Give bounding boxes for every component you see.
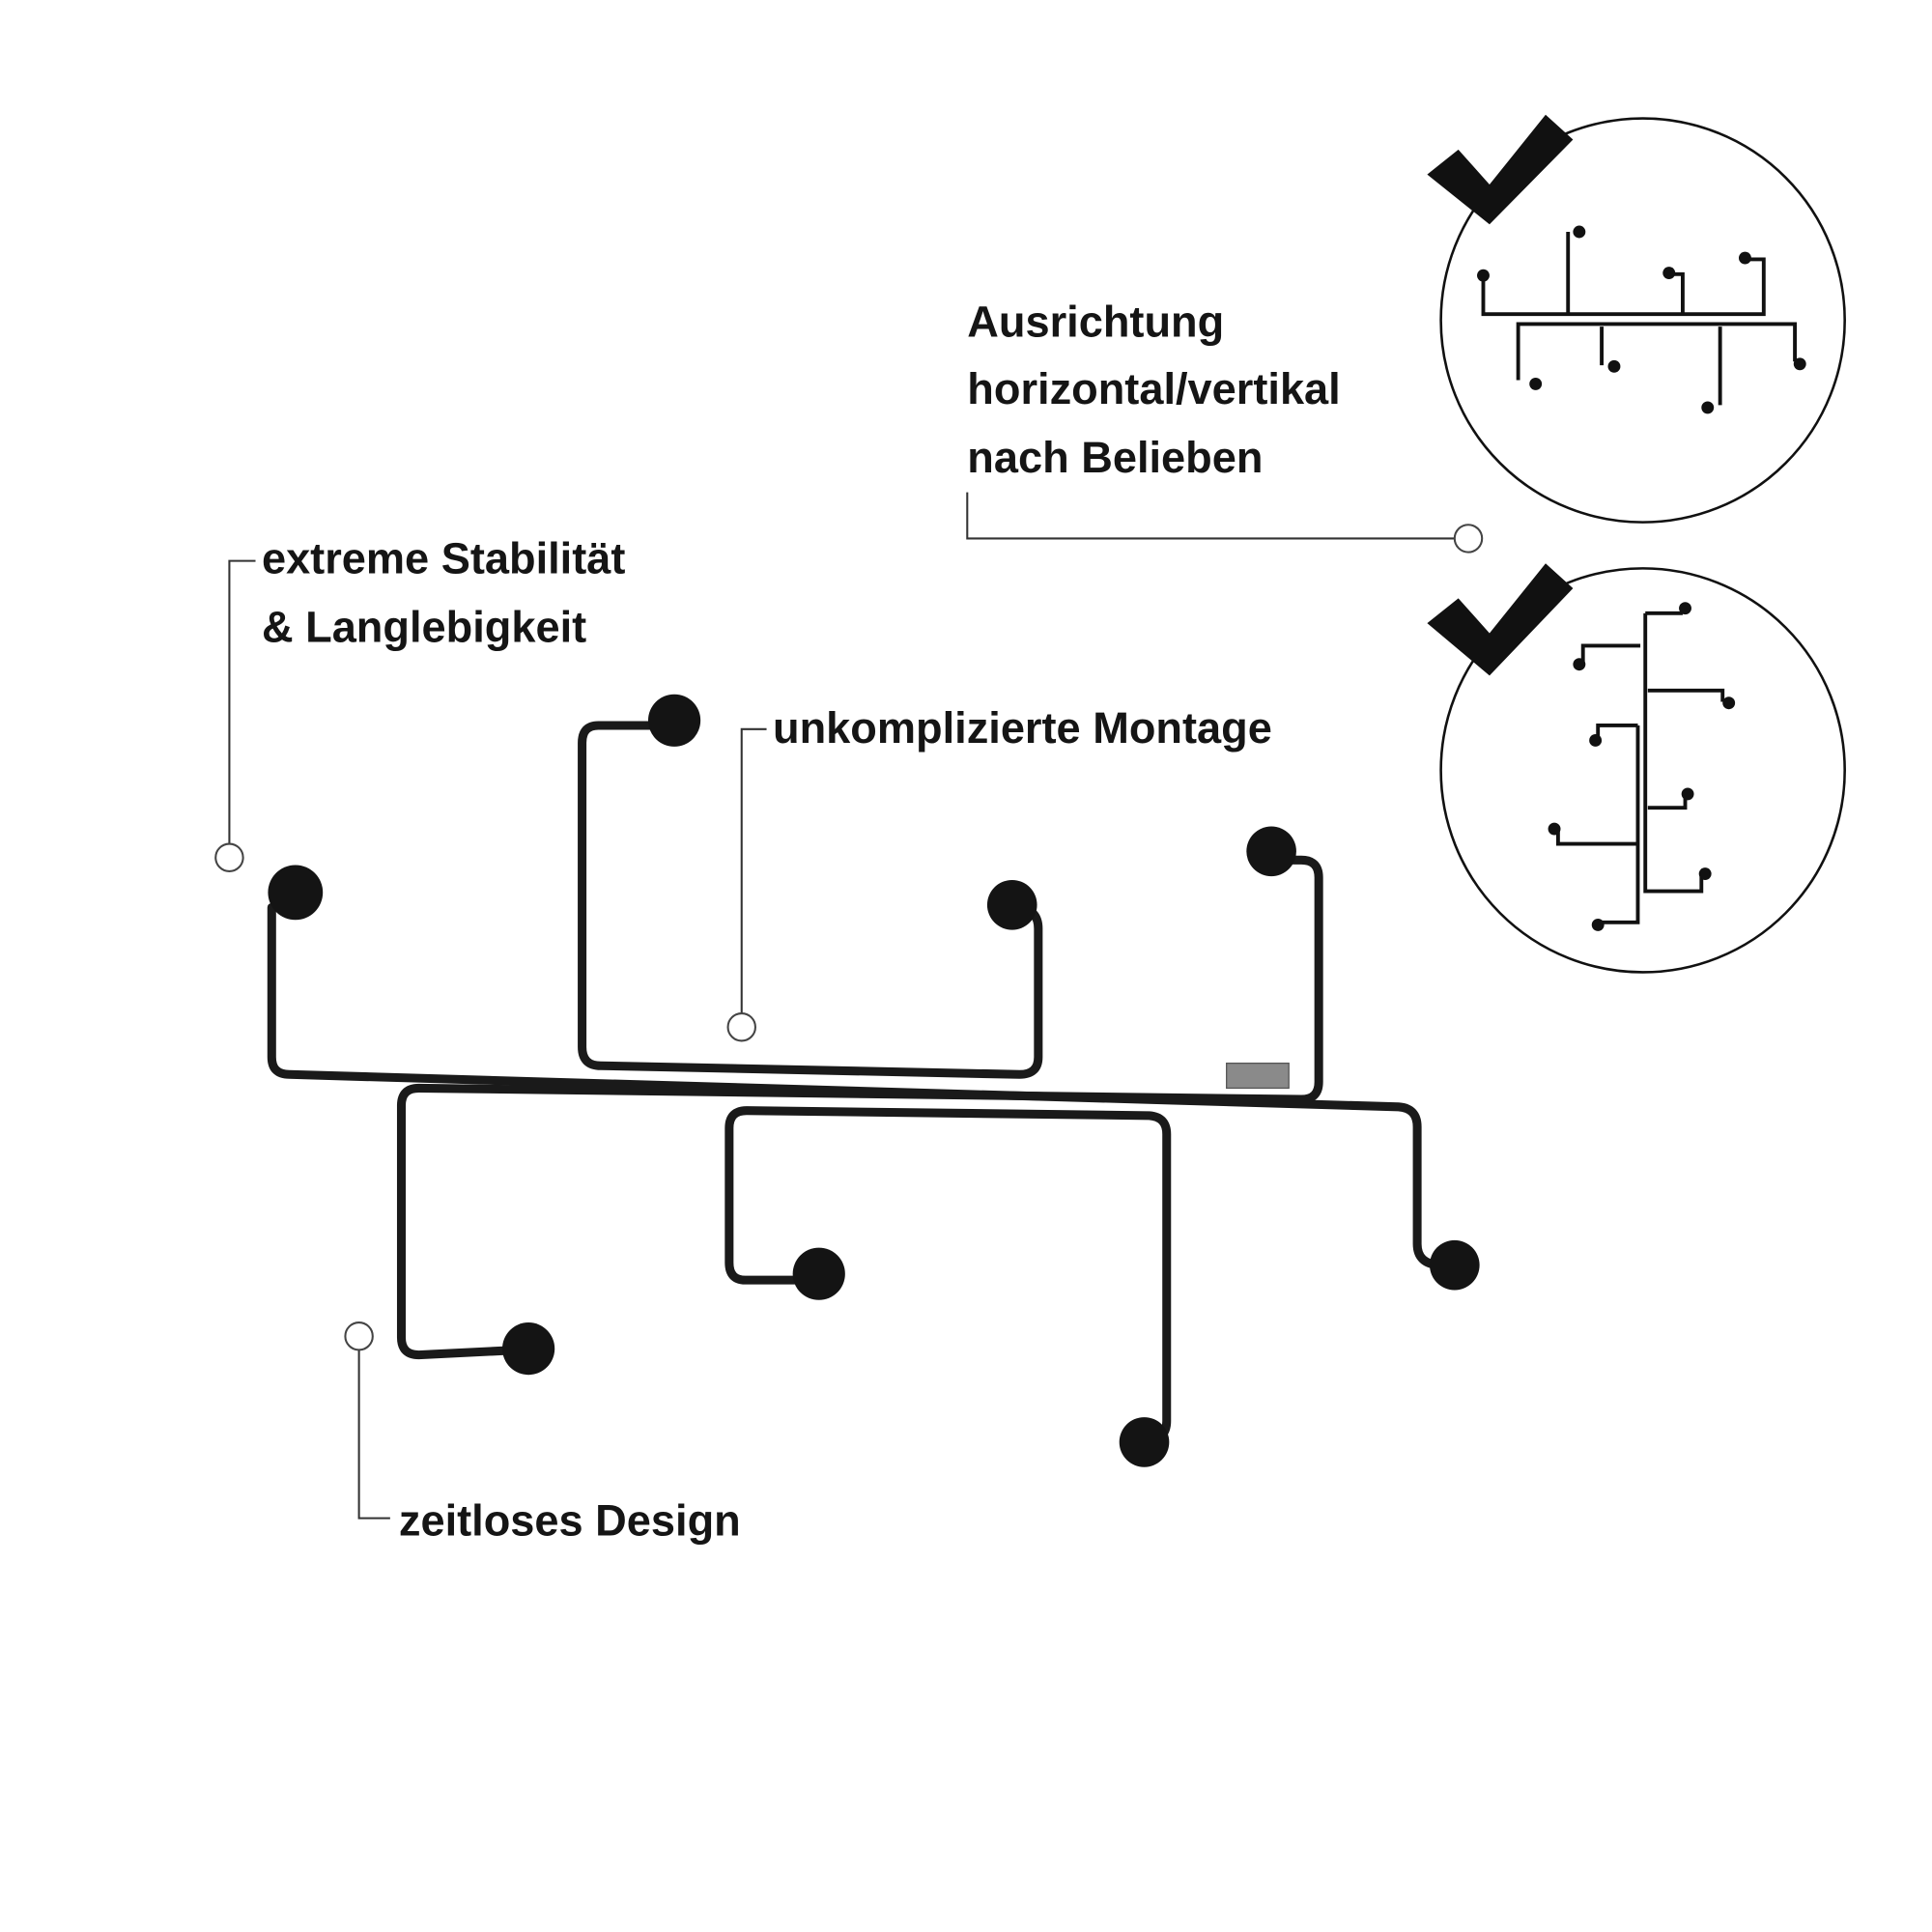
rack-rod-upper — [578, 721, 1043, 1079]
feature-orientation-line1: Ausrichtung — [967, 297, 1224, 346]
hook-knob — [1246, 826, 1296, 877]
callout-orientation: Ausrichtung horizontal/vertikal nach Bel… — [966, 297, 1484, 554]
feature-stability-line2: & Langlebigkeit — [262, 603, 586, 652]
feature-orientation-line2: horizontal/vertikal — [967, 364, 1340, 413]
callout-dot — [1453, 524, 1484, 554]
hook-knob — [1430, 1239, 1480, 1291]
hook-knob — [986, 879, 1037, 930]
hook-knob — [1119, 1417, 1170, 1467]
callout-dot — [726, 1012, 756, 1042]
horizontal-orientation-diagram — [1427, 114, 1846, 524]
callout-dot — [344, 1321, 374, 1351]
hook-knob — [268, 865, 324, 921]
checkmark-icon — [1427, 114, 1574, 225]
feature-mounting: unkomplizierte Montage — [773, 703, 1272, 753]
hook-knob — [502, 1322, 555, 1376]
feature-stability-line1: extreme Stabilität — [262, 534, 625, 583]
rack-rod-left — [267, 902, 1444, 1270]
hook-knob — [792, 1247, 845, 1300]
hook-knob — [647, 694, 701, 747]
checkmark-icon — [1427, 563, 1574, 676]
callout-stability: extreme Stabilität & Langlebigkeit — [214, 534, 625, 872]
feature-orientation-line3: nach Belieben — [967, 433, 1263, 482]
rack-rod-right — [396, 855, 1323, 1360]
coat-rack — [267, 694, 1480, 1467]
feature-design: zeitloses Design — [399, 1496, 741, 1546]
brand-plate — [1226, 1063, 1290, 1090]
rack-rod-lower — [724, 1106, 1172, 1447]
callout-design: zeitloses Design — [344, 1321, 741, 1546]
vertical-orientation-diagram — [1427, 563, 1846, 974]
callout-mounting: unkomplizierte Montage — [726, 703, 1272, 1042]
callout-dot — [214, 842, 244, 872]
